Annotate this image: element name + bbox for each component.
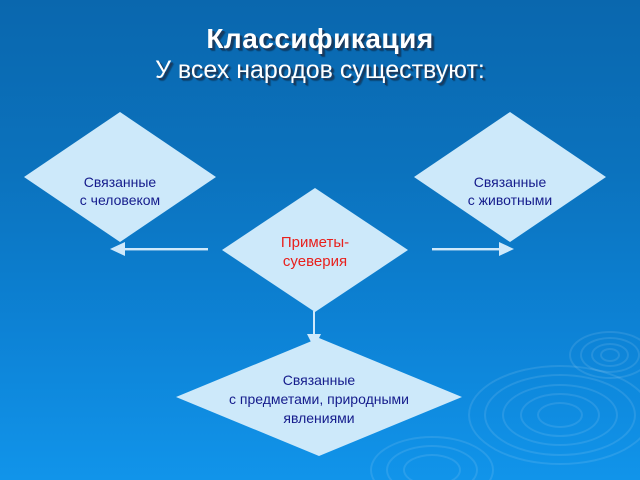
- connector-center-to-objects: [313, 311, 315, 339]
- slide-subtitle: У всех народов существуют:: [155, 56, 485, 84]
- diagram-node-animals[interactable]: Связанные с животными: [414, 112, 606, 242]
- diagram-node-objects-label: Связанные с предметами, природными явлен…: [229, 371, 409, 426]
- arrow-left-icon: [110, 242, 125, 256]
- diagram-node-human-label: Связанные с человеком: [79, 174, 161, 208]
- slide-title: Классификация: [206, 23, 434, 54]
- arrow-right-icon: [499, 242, 514, 256]
- diagram-node-animals-label: Связанные с животными: [467, 174, 553, 208]
- connector-center-to-human: [124, 248, 208, 250]
- slide-title-block: Классификация У всех народов существуют:: [0, 22, 640, 86]
- diagram-node-objects[interactable]: Связанные с предметами, природными явлен…: [176, 338, 462, 456]
- diagram-node-center-label: Приметы- суеверия: [280, 234, 350, 270]
- connector-center-to-animals: [432, 248, 504, 250]
- diagram-node-human[interactable]: Связанные с человеком: [24, 112, 216, 242]
- diagram-node-center[interactable]: Приметы- суеверия: [222, 188, 408, 312]
